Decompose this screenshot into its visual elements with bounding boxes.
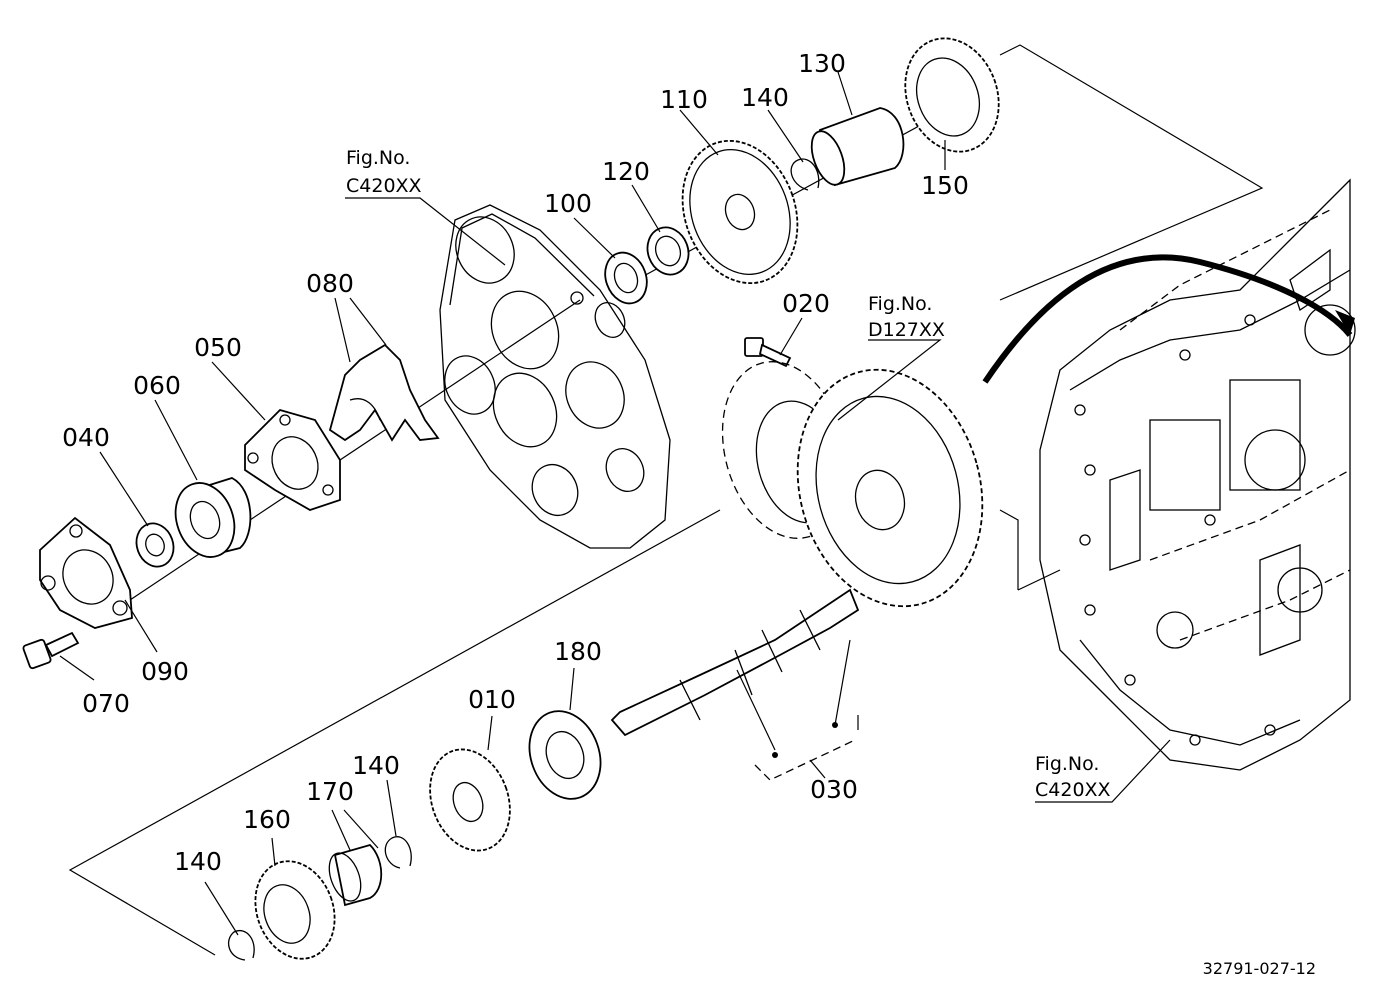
- part-030-ring-gear: [796, 368, 984, 608]
- label-080: 080: [306, 269, 354, 298]
- part-180-bearing: [528, 710, 602, 800]
- label-130: 130: [798, 49, 846, 78]
- part-010-gear: [429, 748, 511, 852]
- label-090: 090: [141, 657, 189, 686]
- leader-lines: [59, 71, 1171, 936]
- drawing-number: 32791-027-12: [1203, 959, 1316, 978]
- label-060: 060: [133, 371, 181, 400]
- fig-ref-1-label: Fig.No.: [346, 147, 410, 169]
- fig-ref-3-number: C420XX: [1035, 779, 1111, 801]
- part-150-gear: [904, 37, 1000, 153]
- part-050-bracket: [244, 408, 341, 511]
- part-030-bracket-lines: [736, 639, 859, 781]
- label-140-top: 140: [741, 83, 789, 112]
- part-140-snap-ring-bottom: [227, 930, 255, 961]
- part-140-snap-ring-middle: [384, 836, 412, 869]
- label-180: 180: [554, 637, 602, 666]
- front-cover-housing: [439, 204, 671, 549]
- assembly-direction-arrow: [982, 254, 1353, 384]
- label-010: 010: [468, 685, 516, 714]
- part-080-shift-fork: [328, 343, 440, 442]
- part-090-flange: [39, 516, 133, 629]
- fig-ref-2-label: Fig.No.: [868, 293, 932, 315]
- label-030: 030: [810, 775, 858, 804]
- label-110: 110: [660, 85, 708, 114]
- part-140-snap-ring-top: [790, 158, 820, 191]
- part-110-gear: [681, 139, 799, 285]
- part-160-gear: [254, 860, 336, 960]
- label-120: 120: [602, 157, 650, 186]
- part-number-labels: 150 130 110 140 120 100 020 080 050 060 …: [62, 49, 969, 876]
- label-040: 040: [62, 423, 110, 452]
- part-060-bearing: [174, 477, 252, 558]
- part-130-sleeve: [810, 107, 905, 187]
- part-120-needle-bearing: [646, 226, 690, 276]
- part-070-bolt: [22, 631, 80, 670]
- figure-references: Fig.No. C420XX Fig.No. D127XX Fig.No. C4…: [346, 147, 1111, 801]
- fig-ref-3-label: Fig.No.: [1035, 753, 1099, 775]
- label-050: 050: [194, 333, 242, 362]
- boundary-lines: [68, 44, 1264, 956]
- fig-ref-1-number: C420XX: [346, 175, 422, 197]
- part-020-bolt: [744, 337, 792, 368]
- part-170-needle-bearing: [328, 843, 383, 907]
- label-020: 020: [782, 289, 830, 318]
- part-030-pinion-shaft: [610, 588, 860, 737]
- label-140-bottom: 140: [174, 847, 222, 876]
- part-100-seal: [604, 251, 648, 305]
- transmission-case: [1039, 178, 1356, 771]
- label-070: 070: [82, 689, 130, 718]
- label-140-middle: 140: [352, 751, 400, 780]
- label-160: 160: [243, 805, 291, 834]
- fig-ref-2-number: D127XX: [868, 319, 945, 341]
- label-150: 150: [921, 171, 969, 200]
- part-040-seal: [135, 522, 175, 568]
- label-100: 100: [544, 189, 592, 218]
- label-170: 170: [306, 777, 354, 806]
